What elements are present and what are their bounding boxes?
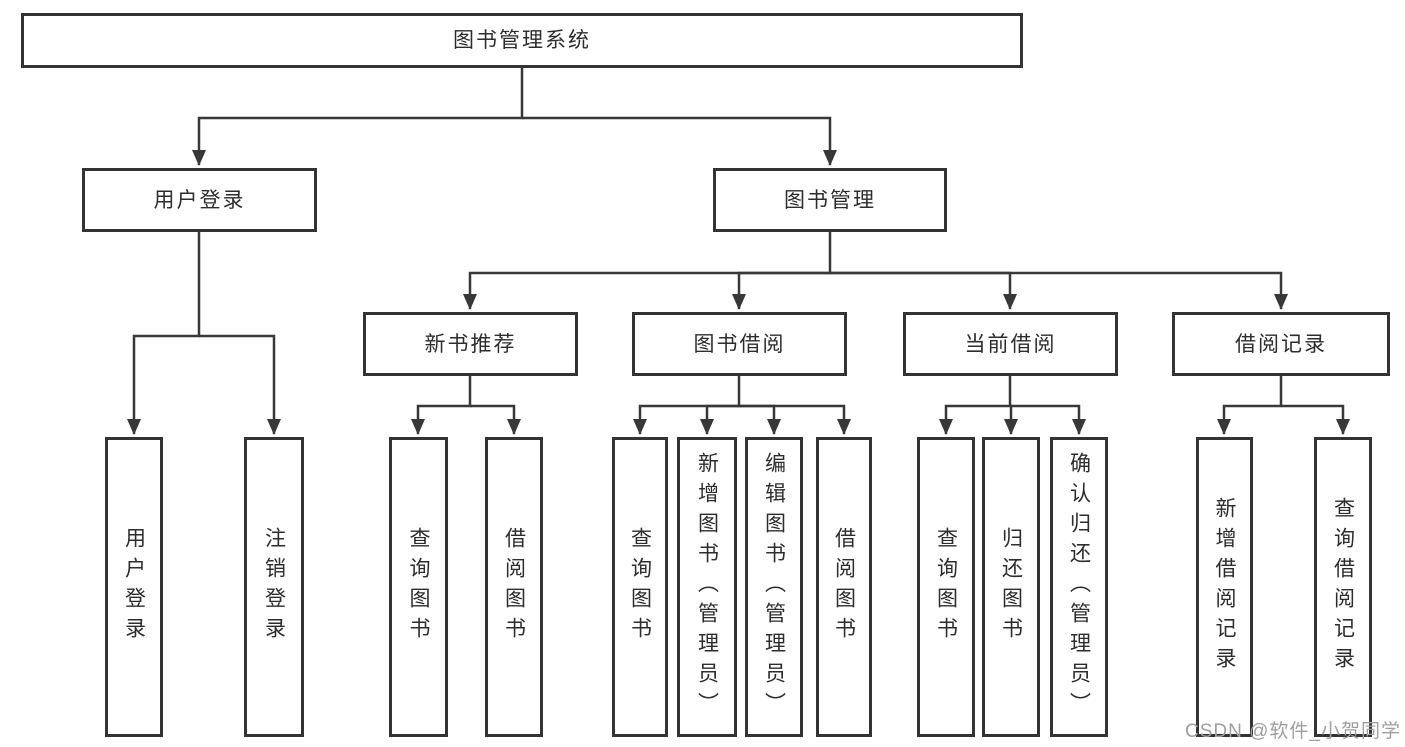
- edge-module-book-borrowing-to-leaf-borrow-books-borrowing: [739, 404, 851, 435]
- leaf-borrow-books-borrowing-label: 借阅图书: [832, 527, 856, 647]
- edge-module-book-borrowing-to-leaf-edit-books-admin: [739, 404, 781, 435]
- module-current-borrowing: 当前借阅: [903, 312, 1118, 376]
- module-borrowing-records-label: 借阅记录: [1235, 332, 1327, 356]
- leaf-query-borrow-record: 查询借阅记录: [1314, 437, 1372, 737]
- module-book-management-label: 图书管理: [784, 188, 876, 212]
- leaf-add-borrow-record: 新增借阅记录: [1196, 437, 1253, 737]
- edge-module-current-borrowing-to-leaf-confirm-return-admin: [1010, 404, 1086, 435]
- leaf-edit-books-admin-label: 编辑图书（管理员）: [762, 452, 786, 722]
- leaf-borrow-books-borrowing: 借阅图书: [816, 437, 872, 737]
- module-current-borrowing-label: 当前借阅: [964, 332, 1057, 356]
- leaf-confirm-return-admin: 确认归还（管理员）: [1050, 437, 1108, 737]
- leaf-add-borrow-record-label: 新增借阅记录: [1213, 497, 1236, 677]
- leaf-user-login-label: 用户登录: [122, 527, 146, 647]
- watermark: CSDN @软件_小贺同学: [1185, 721, 1401, 742]
- module-user-login: 用户登录: [82, 168, 317, 232]
- leaf-borrow-books-recommend-label: 借阅图书: [502, 527, 526, 647]
- edge-root-system-to-module-book-management: [522, 116, 837, 166]
- edge-module-book-borrowing-to-leaf-add-books-admin: [700, 404, 739, 435]
- edge-module-current-borrowing-to-leaf-return-books: [1004, 404, 1018, 435]
- leaf-logout: 注销登录: [244, 437, 304, 737]
- leaf-borrow-books-recommend: 借阅图书: [485, 437, 543, 737]
- leaf-query-borrow-record-label: 查询借阅记录: [1331, 497, 1355, 677]
- leaf-edit-books-admin: 编辑图书（管理员）: [745, 437, 803, 737]
- edge-module-user-login-to-leaf-user-login: [127, 232, 201, 435]
- edge-module-current-borrowing-to-leaf-query-books-current: [939, 376, 1012, 435]
- module-borrowing-records: 借阅记录: [1172, 312, 1390, 376]
- leaf-return-books-label: 归还图书: [999, 527, 1023, 647]
- edge-module-book-management-to-module-current-borrowing: [830, 271, 1017, 310]
- leaf-logout-label: 注销登录: [262, 527, 286, 647]
- module-user-login-label: 用户登录: [153, 188, 246, 212]
- edge-module-new-book-recommend-to-leaf-borrow-books-recommend: [470, 404, 521, 435]
- root-system: 图书管理系统: [21, 13, 1023, 68]
- leaf-add-books-admin-label: 新增图书（管理员）: [695, 452, 719, 722]
- edge-module-borrowing-records-to-leaf-query-borrow-record: [1281, 404, 1350, 435]
- root-system-label: 图书管理系统: [453, 29, 591, 52]
- edge-module-borrowing-records-to-leaf-add-borrow-record: [1217, 376, 1283, 435]
- module-new-book-recommend: 新书推荐: [363, 312, 578, 376]
- edge-module-new-book-recommend-to-leaf-query-books-recommend: [411, 376, 472, 435]
- leaf-return-books: 归还图书: [982, 437, 1040, 737]
- leaf-query-books-borrowing-label: 查询图书: [628, 527, 652, 647]
- module-new-book-recommend-label: 新书推荐: [424, 332, 517, 356]
- module-book-management: 图书管理: [713, 168, 947, 232]
- leaf-query-books-recommend: 查询图书: [389, 437, 448, 737]
- module-book-borrowing: 图书借阅: [632, 312, 847, 376]
- leaf-query-books-borrowing: 查询图书: [612, 437, 668, 737]
- edge-module-book-management-to-module-new-book-recommend: [463, 232, 832, 310]
- leaf-query-books-current-label: 查询图书: [934, 527, 958, 647]
- edge-module-user-login-to-leaf-logout: [199, 334, 281, 435]
- edge-module-book-borrowing-to-leaf-query-books-borrowing: [633, 376, 741, 435]
- edge-module-book-management-to-module-book-borrowing: [732, 271, 830, 310]
- leaf-add-books-admin: 新增图书（管理员）: [677, 437, 737, 737]
- module-book-borrowing-label: 图书借阅: [693, 332, 786, 356]
- leaf-user-login: 用户登录: [105, 437, 163, 737]
- leaf-query-books-recommend-label: 查询图书: [407, 527, 430, 647]
- leaf-query-books-current: 查询图书: [917, 437, 975, 737]
- edge-root-system-to-module-user-login: [192, 68, 524, 166]
- leaf-confirm-return-admin-label: 确认归还（管理员）: [1067, 452, 1091, 722]
- edge-module-book-management-to-module-borrowing-records: [830, 271, 1288, 310]
